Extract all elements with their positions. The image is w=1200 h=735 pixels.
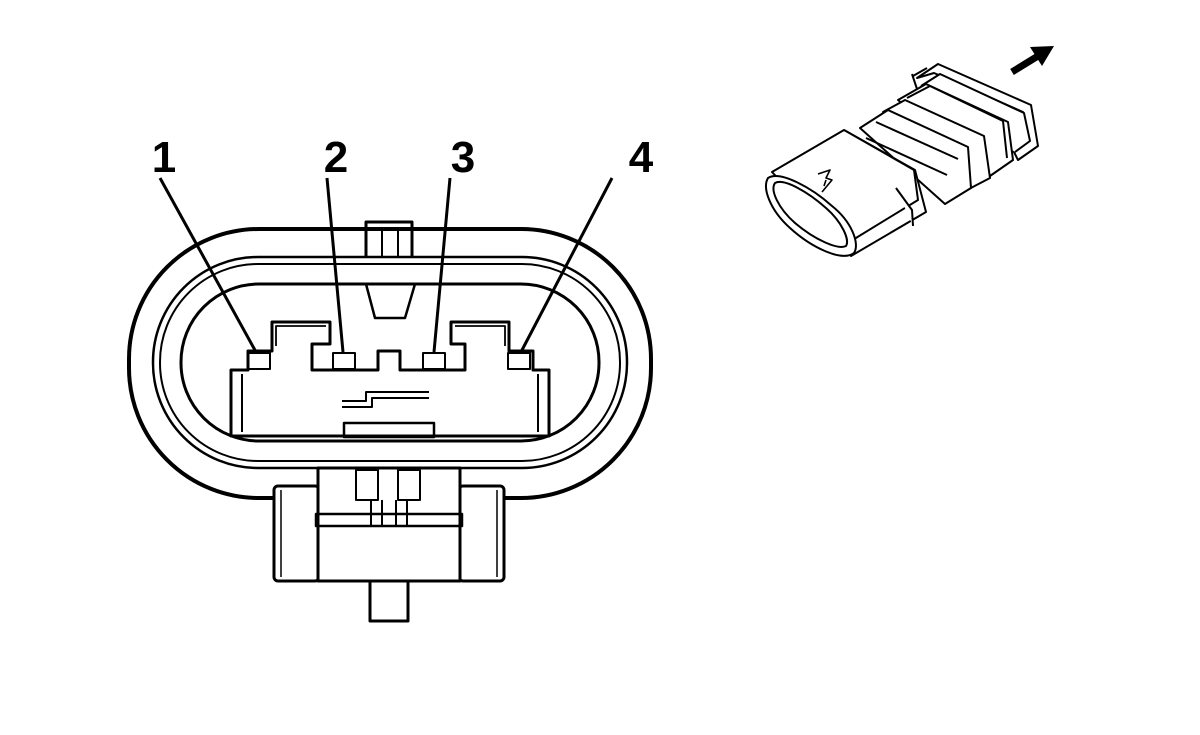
polarizing-mark <box>342 391 429 408</box>
terminal-cavity-2 <box>332 352 356 370</box>
connector-front-view <box>127 220 653 623</box>
latch-tab <box>368 579 410 623</box>
leader-line-1 <box>158 177 258 353</box>
pin-label-4: 4 <box>629 133 654 182</box>
terminal-cavity-4 <box>507 352 531 370</box>
top-key-tab <box>364 220 414 257</box>
connector-locator-view <box>765 63 1039 257</box>
pin-label-1: 1 <box>152 133 176 182</box>
leader-line-3 <box>432 177 452 353</box>
seal-ring-inner <box>179 282 601 443</box>
pin-label-2: 2 <box>324 133 348 182</box>
leader-line-2 <box>325 177 345 353</box>
latch-body <box>316 466 462 583</box>
keyway-notch <box>364 283 417 320</box>
pin-label-3: 3 <box>451 133 475 182</box>
terminal-cavity-1 <box>247 352 271 370</box>
terminal-block <box>229 320 551 438</box>
callout-lines <box>158 177 614 353</box>
seal-ring-middle <box>159 263 621 462</box>
arrow-up-right-icon <box>1010 46 1054 75</box>
terminal-cavity-3 <box>422 352 446 370</box>
leader-line-4 <box>519 177 614 353</box>
